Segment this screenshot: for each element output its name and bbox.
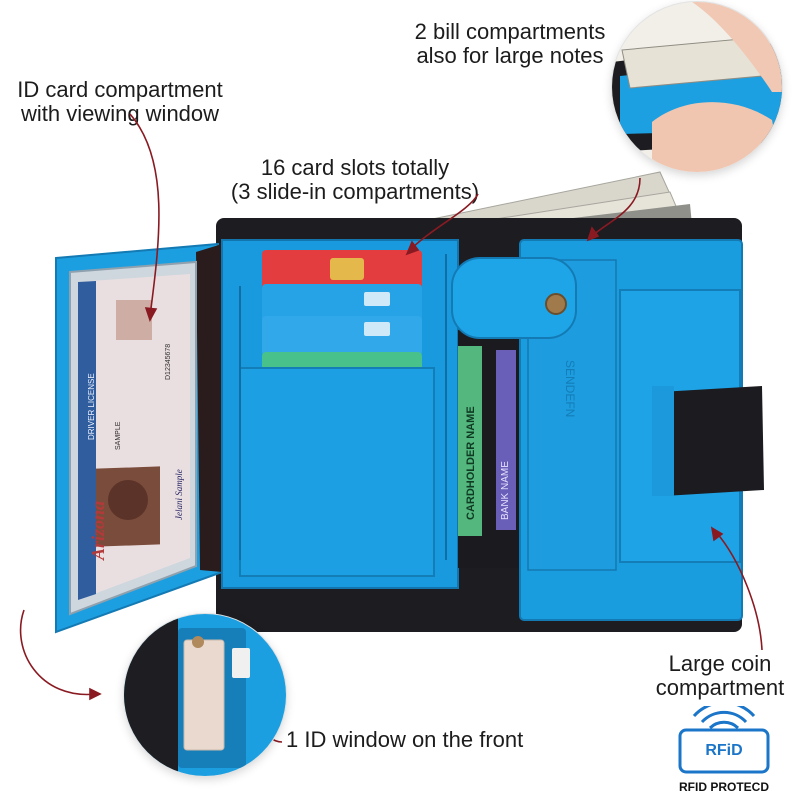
callout-line: compartment xyxy=(655,675,785,700)
card-slot-panel xyxy=(221,239,459,589)
callout-line: ID card compartment xyxy=(17,77,223,102)
id-window-callout: 1 ID window on the front xyxy=(286,728,556,752)
callout-line: Large coin xyxy=(668,651,772,676)
cardholder-name-label: CARDHOLDER NAME xyxy=(465,406,477,520)
brand-emboss: SENDEFN xyxy=(563,360,577,417)
coin-panel xyxy=(451,239,764,621)
rfid-badge: RFiD RFID PROTECD xyxy=(674,706,774,796)
rfid-badge-text: RFiD xyxy=(705,742,743,759)
callout-line: with viewing window xyxy=(20,101,220,126)
coin-compartment-callout: Large coin compartment xyxy=(640,652,800,700)
callout-line: 2 bill compartments xyxy=(414,19,606,44)
id-card-compartment-callout: ID card compartment with viewing window xyxy=(0,78,240,126)
bill-compartment-detail-circle xyxy=(612,2,782,172)
annotation-lines xyxy=(19,113,763,743)
bank-name-label: BANK NAME xyxy=(500,461,511,520)
bill-compartments-callout: 2 bill compartments also for large notes xyxy=(380,20,640,68)
license-type: DRIVER LICENSE xyxy=(87,373,96,440)
id-flap xyxy=(55,242,224,634)
callout-line: also for large notes xyxy=(416,43,604,68)
license-state: Arizona xyxy=(88,501,108,561)
card-slots-callout: 16 card slots totally (3 slide-in compar… xyxy=(200,156,510,204)
callout-line: 1 ID window on the front xyxy=(286,727,524,752)
license-number: D12345678 xyxy=(165,344,172,380)
license-name-last: SAMPLE xyxy=(115,421,122,450)
rfid-caption: RFID PROTECD xyxy=(679,780,769,794)
id-window-detail-circle xyxy=(124,614,286,776)
callout-line: 16 card slots totally xyxy=(260,155,450,180)
vertical-cards xyxy=(458,330,520,568)
license-signature: Jelani Sample xyxy=(174,469,184,520)
callout-line: (3 slide-in compartments) xyxy=(230,179,480,204)
